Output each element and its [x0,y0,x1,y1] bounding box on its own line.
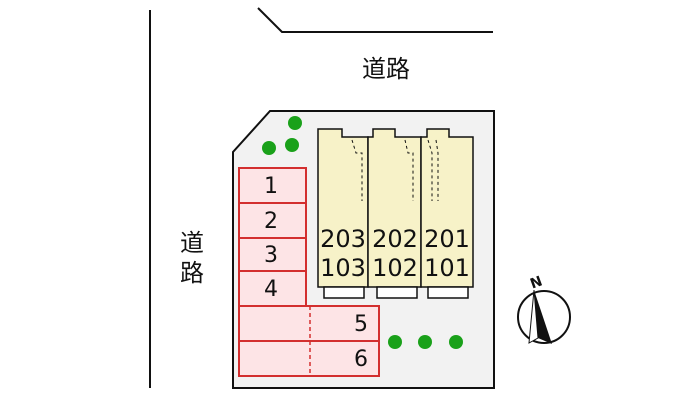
balcony [323,286,365,299]
left-road-label-1: 道 [180,229,204,257]
tree-icon [285,138,299,152]
parking-number: 4 [264,277,278,302]
tree-icon [449,335,463,349]
parking-area: 1 2 3 4 5 6 [238,167,380,377]
parking-space-6 [238,340,380,377]
staircase [351,139,363,201]
compass-needle-shadow [528,289,539,344]
unit-number-upper: 201 [424,225,470,253]
unit-number-lower: 103 [320,254,366,282]
parking-space-3 [238,237,307,272]
staircase [435,139,439,201]
unit-number-upper: 203 [320,225,366,253]
tree-icon [288,116,302,130]
compass-needle-icon [534,290,552,344]
top-road-edge [257,7,493,33]
parking-space-4 [238,270,307,307]
building: 203 103 202 102 201 101 [317,128,474,299]
left-road-label-2: 路 [180,259,204,287]
parking-number: 3 [264,243,278,268]
staircase [427,139,433,201]
unit-number-lower: 102 [372,254,418,282]
unit-number-lower: 101 [424,254,470,282]
tree-icon [388,335,402,349]
parking-number: 5 [354,312,368,337]
north-label: N [528,273,544,292]
parking-number: 2 [264,209,278,234]
balcony [376,286,418,299]
tree-icon [418,335,432,349]
staircase [404,139,414,201]
balcony [427,286,469,299]
top-road-label: 道路 [362,55,410,83]
unit-number-upper: 202 [372,225,418,253]
parking-space-2 [238,202,307,239]
parking-number: 6 [354,347,368,372]
north-compass: N [517,273,571,344]
tree-icon [262,141,276,155]
parking-space-5 [238,305,380,342]
parking-space-1 [238,167,307,204]
parking-number: 1 [264,174,278,199]
